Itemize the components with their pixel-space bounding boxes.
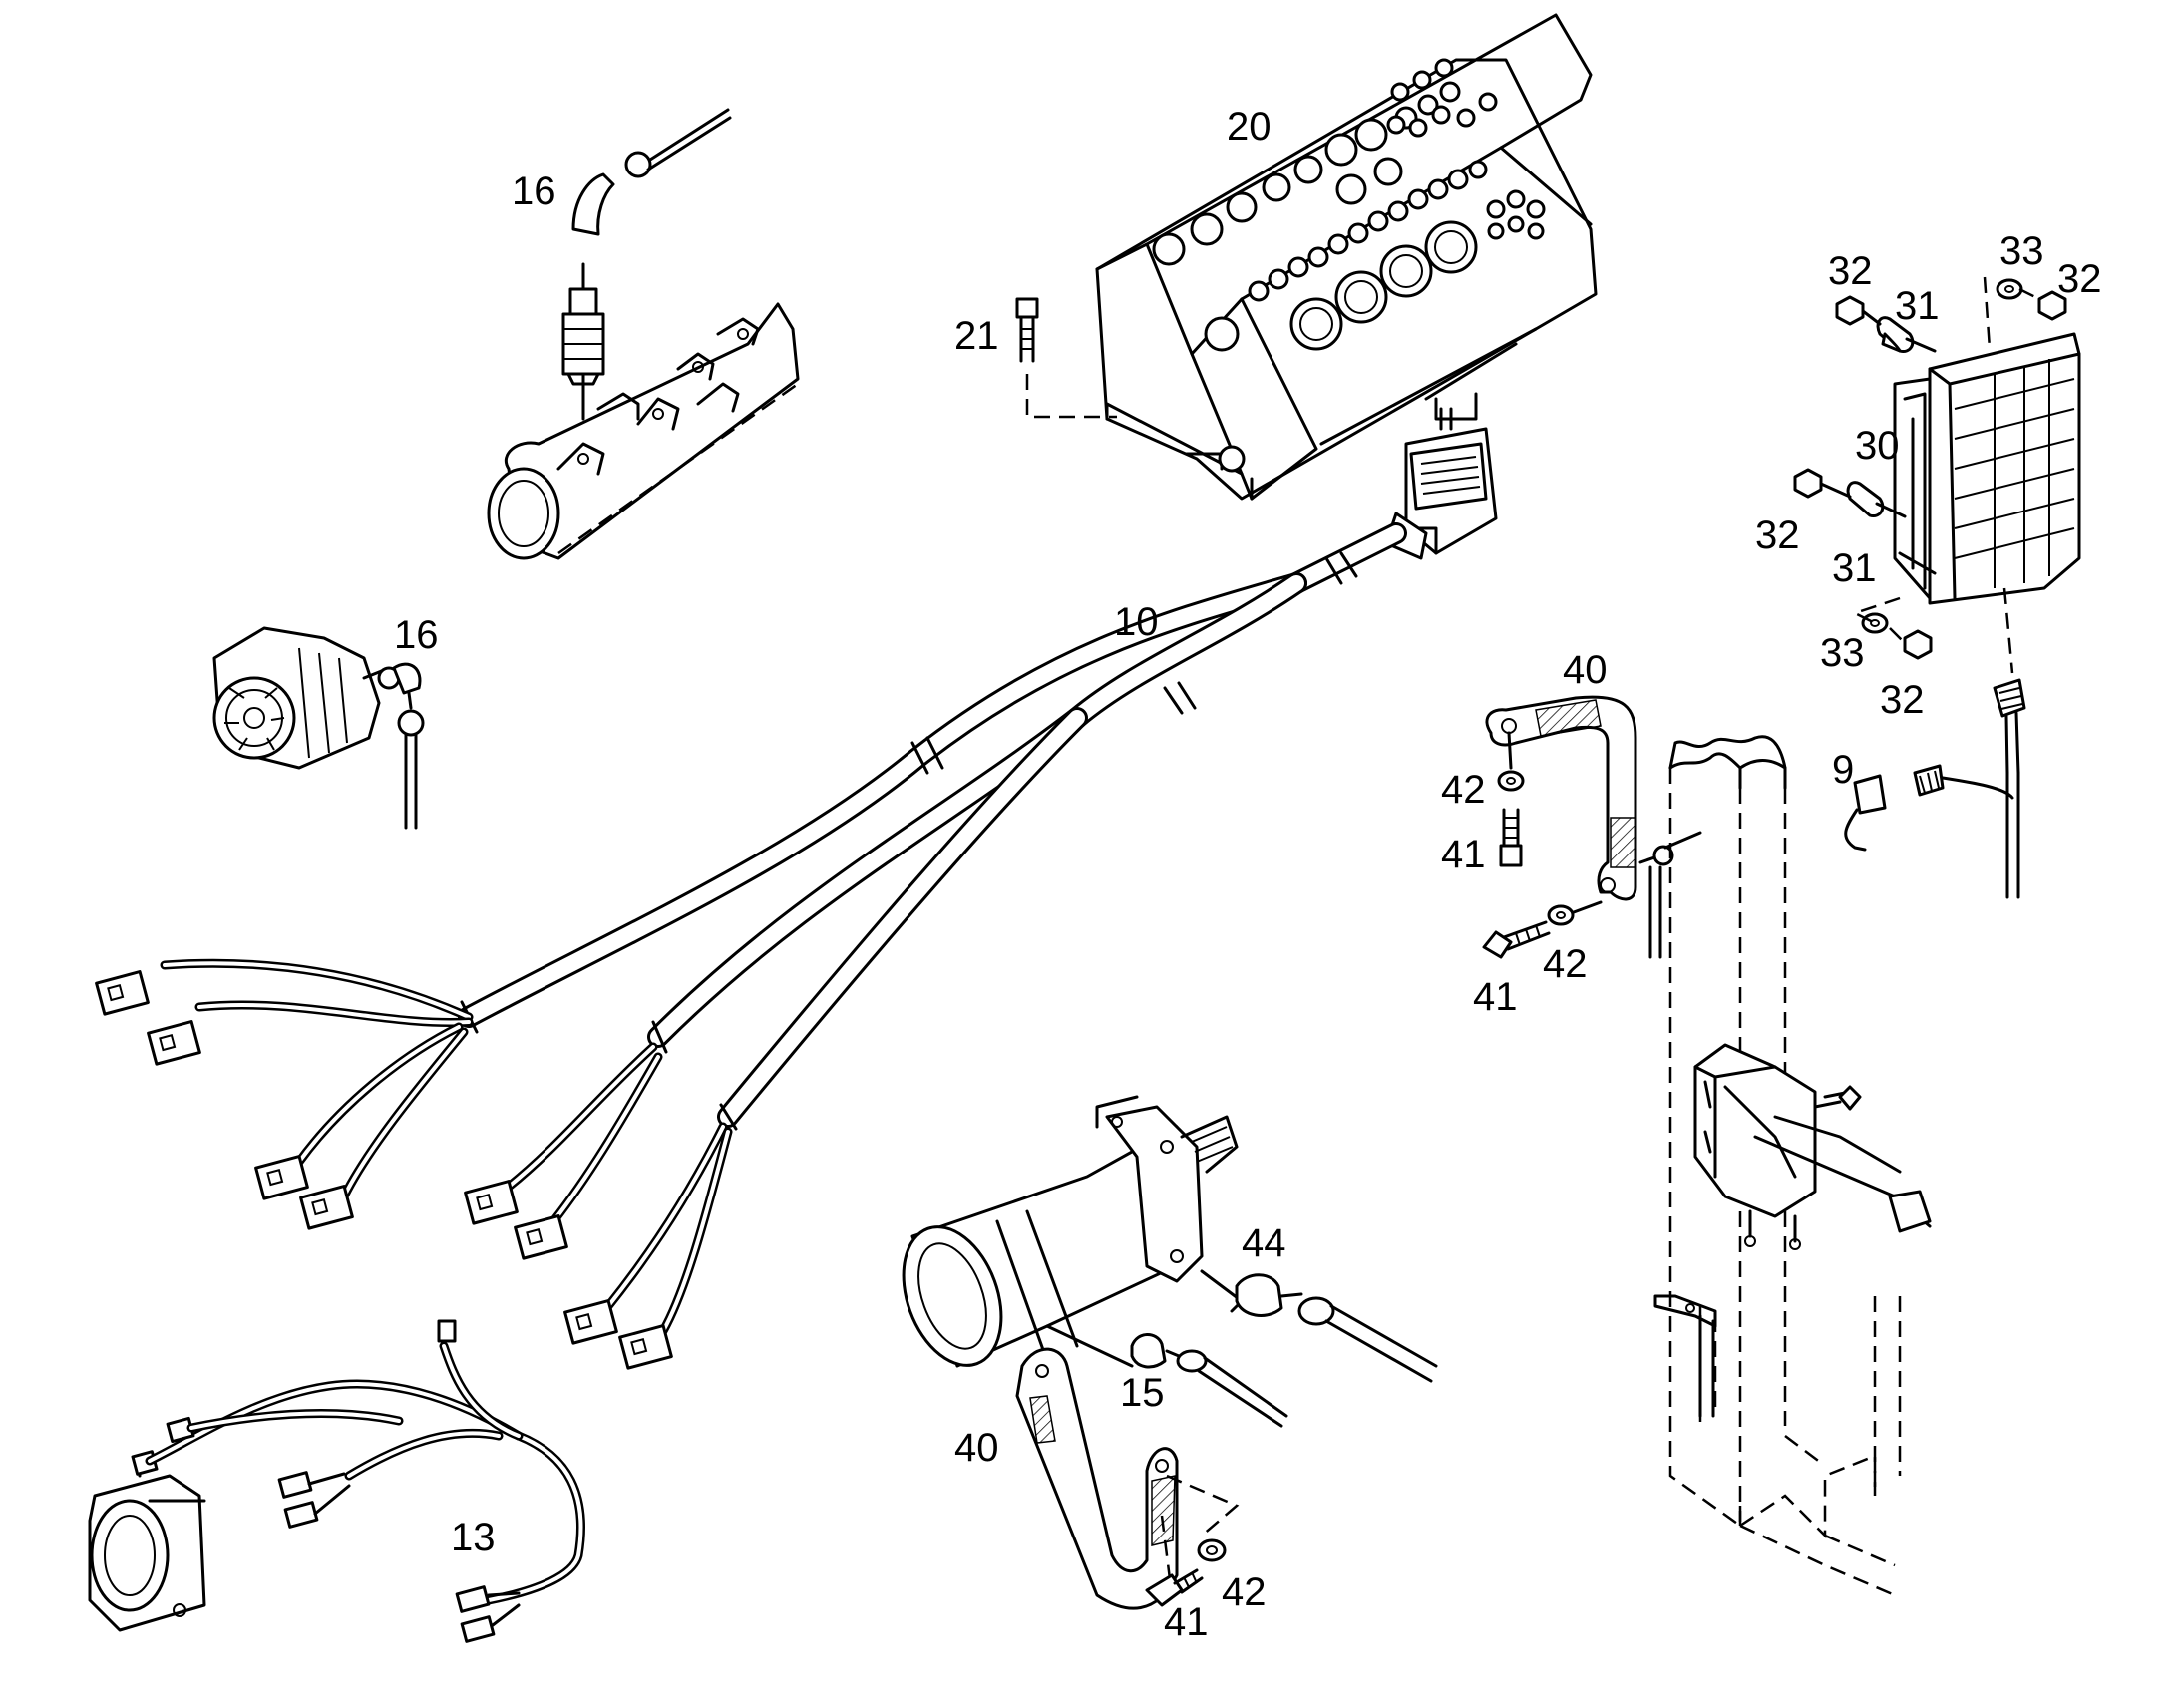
harness-plug [563,1299,618,1345]
strap-40-upper [1482,695,1702,959]
horn-harness [88,1319,585,1643]
callout-33-bottom: 33 [1820,631,1865,675]
callout-32-bottom: 32 [1880,678,1925,722]
harness-plug [514,1214,568,1260]
callout-labels: 16 20 21 16 10 32 31 33 32 30 32 31 33 3… [394,105,2102,1644]
callout-16-alternator: 16 [394,613,439,657]
strap-40-lower [1015,1347,1240,1610]
screw-21 [1015,297,1117,419]
main-wiring-harness [95,407,1498,1370]
callout-41-upper: 41 [1441,833,1486,876]
callout-13-horn-harness: 13 [451,1516,496,1559]
harness-plug [254,1155,309,1200]
harness-plug [95,970,150,1016]
callout-20-instrument-panel: 20 [1227,105,1272,149]
callout-31-bottom: 31 [1832,546,1877,590]
callout-9-connector: 9 [1832,748,1854,792]
callout-42-upper: 42 [1441,768,1486,812]
callout-32-top-right: 32 [2057,257,2102,301]
callout-21-screw: 21 [954,314,999,358]
callout-15-cap: 15 [1120,1371,1165,1415]
callout-16-sensor: 16 [512,170,556,213]
callout-32-top-left: 32 [1828,249,1873,293]
callout-10-harness: 10 [1114,600,1159,644]
callout-40-upper-strap: 40 [1563,648,1608,692]
fuse-box [1793,276,2081,899]
harness-plug [147,1020,201,1066]
relay-31-lower [1846,481,1907,518]
callout-30-fuse-box: 30 [1855,424,1900,468]
instrument-panel [1095,13,1598,501]
callout-42-middle: 42 [1543,942,1588,986]
callout-40-lower-strap: 40 [954,1426,999,1470]
starter-motor [902,1095,1438,1428]
callout-33-top: 33 [1999,229,2044,273]
alternator [212,626,425,830]
callout-41-lower: 41 [1164,1600,1209,1644]
harness-plug [299,1185,354,1230]
callout-41-middle: 41 [1473,975,1518,1019]
manifold-with-sensor [487,108,800,560]
machine-column [1653,735,1932,1597]
relay-31-upper [1876,316,1937,354]
callout-42-lower: 42 [1222,1570,1267,1614]
callout-31-top: 31 [1895,284,1940,328]
callout-44-cap: 44 [1242,1221,1286,1265]
harness-plug [464,1180,519,1225]
callout-32-mid: 32 [1755,513,1800,557]
harness-plug [618,1324,673,1370]
